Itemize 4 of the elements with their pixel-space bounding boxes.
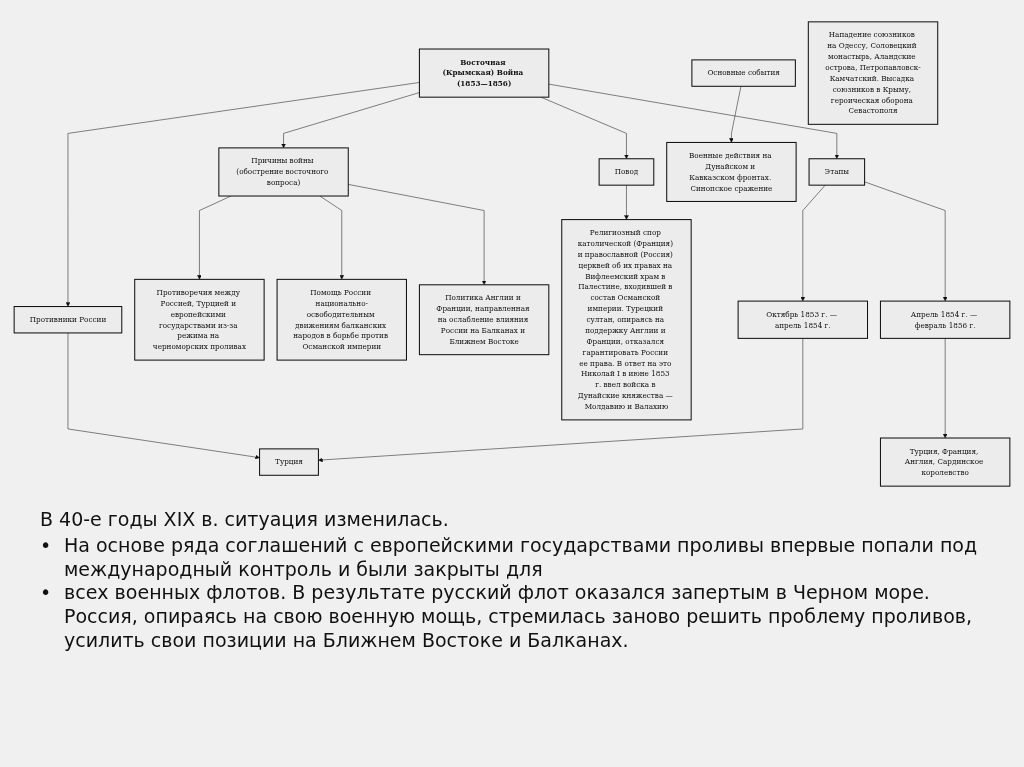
bullet-text: всех военных флотов. В результате русский флот оказался запертым в Черном море. Россия, опираясь на свою военную мощь, стремилась заново решить проблему проливов, усилить свои позиции на Ближнем Востоке и Балканах. bbox=[64, 581, 973, 653]
bullet-mark: • bbox=[40, 533, 53, 558]
intro-text: В 40-е годы XIX в. ситуация изменилась. bbox=[40, 508, 450, 532]
bullet-mark: • bbox=[40, 581, 53, 606]
